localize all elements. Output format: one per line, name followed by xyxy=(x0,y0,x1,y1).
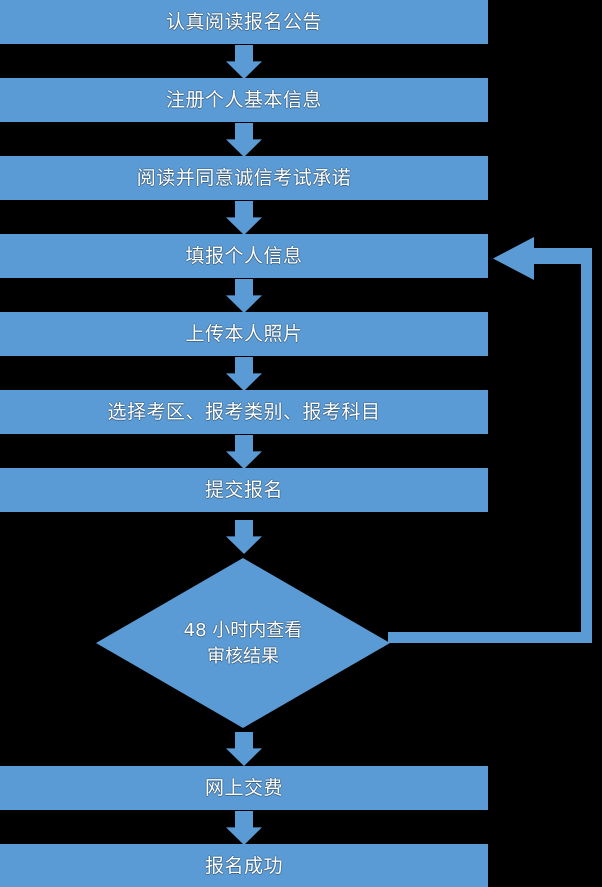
node-check-review[interactable]: 48 小时内查看 审核结果 xyxy=(96,558,390,728)
node-label: 网上交费 xyxy=(204,776,283,799)
arrow-down-icon-4 xyxy=(226,279,262,313)
node-agree-pledge[interactable]: 阅读并同意诚信考试承诺 xyxy=(0,156,488,200)
diamond-text: 48 小时内查看 审核结果 xyxy=(96,558,390,728)
node-label: 填报个人信息 xyxy=(185,244,303,267)
arrow-down-icon-7 xyxy=(226,520,262,554)
feedback-loop-right-segment xyxy=(581,248,592,643)
node-register-info[interactable]: 注册个人基本信息 xyxy=(0,78,488,122)
arrow-down-icon-8 xyxy=(226,732,262,766)
arrow-down-icon-5 xyxy=(226,357,262,391)
arrow-down-icon-6 xyxy=(226,435,262,469)
node-submit-application[interactable]: 提交报名 xyxy=(0,468,488,512)
node-label: 认真阅读报名公告 xyxy=(165,10,322,33)
node-label: 报名成功 xyxy=(204,854,283,877)
node-online-payment[interactable]: 网上交费 xyxy=(0,766,488,810)
node-label: 提交报名 xyxy=(204,478,283,501)
node-registration-done[interactable]: 报名成功 xyxy=(0,844,488,887)
node-label: 阅读并同意诚信考试承诺 xyxy=(136,166,352,189)
feedback-loop-arrowhead-icon xyxy=(493,237,534,280)
diamond-label-line2: 审核结果 xyxy=(207,646,279,667)
node-select-subjects[interactable]: 选择考区、报考类别、报考科目 xyxy=(0,390,488,434)
arrow-down-icon-2 xyxy=(226,123,262,157)
feedback-loop-top-segment xyxy=(528,248,584,264)
arrow-down-icon-9 xyxy=(226,811,262,845)
node-label: 上传本人照片 xyxy=(185,322,303,345)
feedback-loop-bottom-segment xyxy=(388,632,592,643)
arrow-down-icon-1 xyxy=(226,45,262,79)
node-label: 选择考区、报考类别、报考科目 xyxy=(107,400,381,423)
node-upload-photo[interactable]: 上传本人照片 xyxy=(0,312,488,356)
node-label: 注册个人基本信息 xyxy=(165,88,322,111)
arrow-down-icon-3 xyxy=(226,201,262,235)
node-read-announcement[interactable]: 认真阅读报名公告 xyxy=(0,0,488,44)
node-fill-personal-info[interactable]: 填报个人信息 xyxy=(0,234,488,278)
diamond-label-line1: 48 小时内查看 xyxy=(183,619,303,641)
